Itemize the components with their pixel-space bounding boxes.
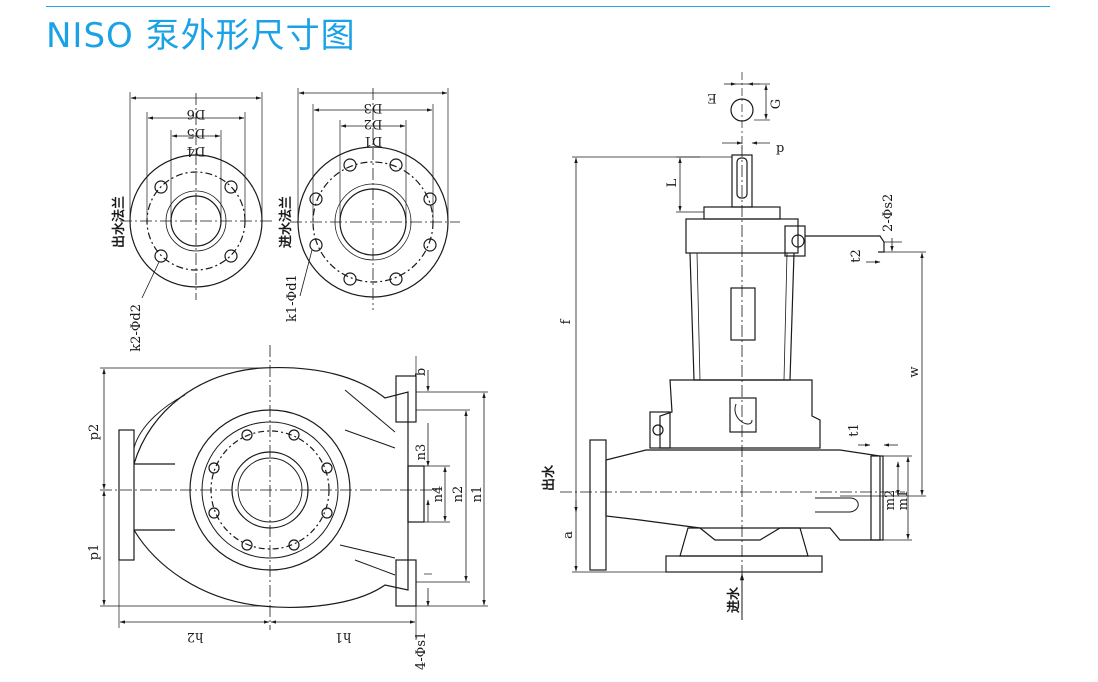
inlet-flange-caption: 进水法兰 — [278, 196, 294, 248]
dim-h2-label: h2 — [187, 629, 204, 644]
dim-p-label: p — [776, 141, 784, 156]
inlet-direction-label: 进水 — [726, 586, 742, 613]
dim-f-label: f — [559, 318, 574, 324]
inlet-flange-hole-label: k1-Φd1 — [285, 274, 300, 322]
outlet-flange-view — [120, 92, 272, 300]
page-title: NISO 泵外形尺寸图 — [46, 16, 356, 56]
plan-view-bolt-holes — [208, 429, 333, 551]
dim-s2-label: 2-Φs2 — [881, 194, 896, 232]
dim-D2-label: D2 — [364, 116, 383, 131]
dim-D3-label: D3 — [364, 100, 383, 115]
outlet-flange-hole-label: k2-Φd2 — [129, 304, 144, 352]
side-view — [560, 72, 926, 620]
dim-D6-label: D6 — [187, 106, 206, 121]
dim-D1-label: D1 — [364, 133, 383, 148]
dim-h1-label: h1 — [335, 629, 352, 644]
dim-p2-label: p2 — [87, 424, 102, 441]
dim-b-label: b — [414, 368, 429, 376]
dim-w-label: w — [907, 366, 922, 377]
dim-n2-label: n2 — [451, 486, 466, 503]
dim-n3-label: n3 — [414, 444, 429, 461]
dim-L-label: L — [665, 178, 680, 187]
dim-t1-label: t1 — [847, 423, 862, 437]
dim-m2-label: m2 — [883, 490, 898, 511]
plan-view — [100, 345, 488, 640]
dim-t2-label: t2 — [849, 249, 864, 263]
dim-E-label: E — [707, 90, 717, 105]
inlet-flange-view — [290, 88, 460, 310]
dim-a-label: a — [561, 531, 576, 539]
outlet-direction-label: 出水 — [541, 464, 557, 491]
dim-p1-label: p1 — [87, 544, 102, 561]
inlet-flange-bolt-holes — [309, 158, 437, 286]
dim-G-label: G — [769, 99, 784, 109]
dim-m1-label: m1 — [896, 490, 911, 511]
header-rule — [46, 6, 1050, 7]
dim-s1-label: 4-Φs1 — [414, 632, 429, 670]
dim-n4-label: n4 — [431, 486, 446, 503]
outlet-flange-bolt-holes — [154, 180, 238, 263]
dim-n1-label: n1 — [470, 486, 485, 503]
outlet-flange-caption: 出水法兰 — [111, 196, 127, 248]
dim-D4-label: D4 — [187, 143, 206, 158]
dim-D5-label: D5 — [187, 125, 206, 140]
